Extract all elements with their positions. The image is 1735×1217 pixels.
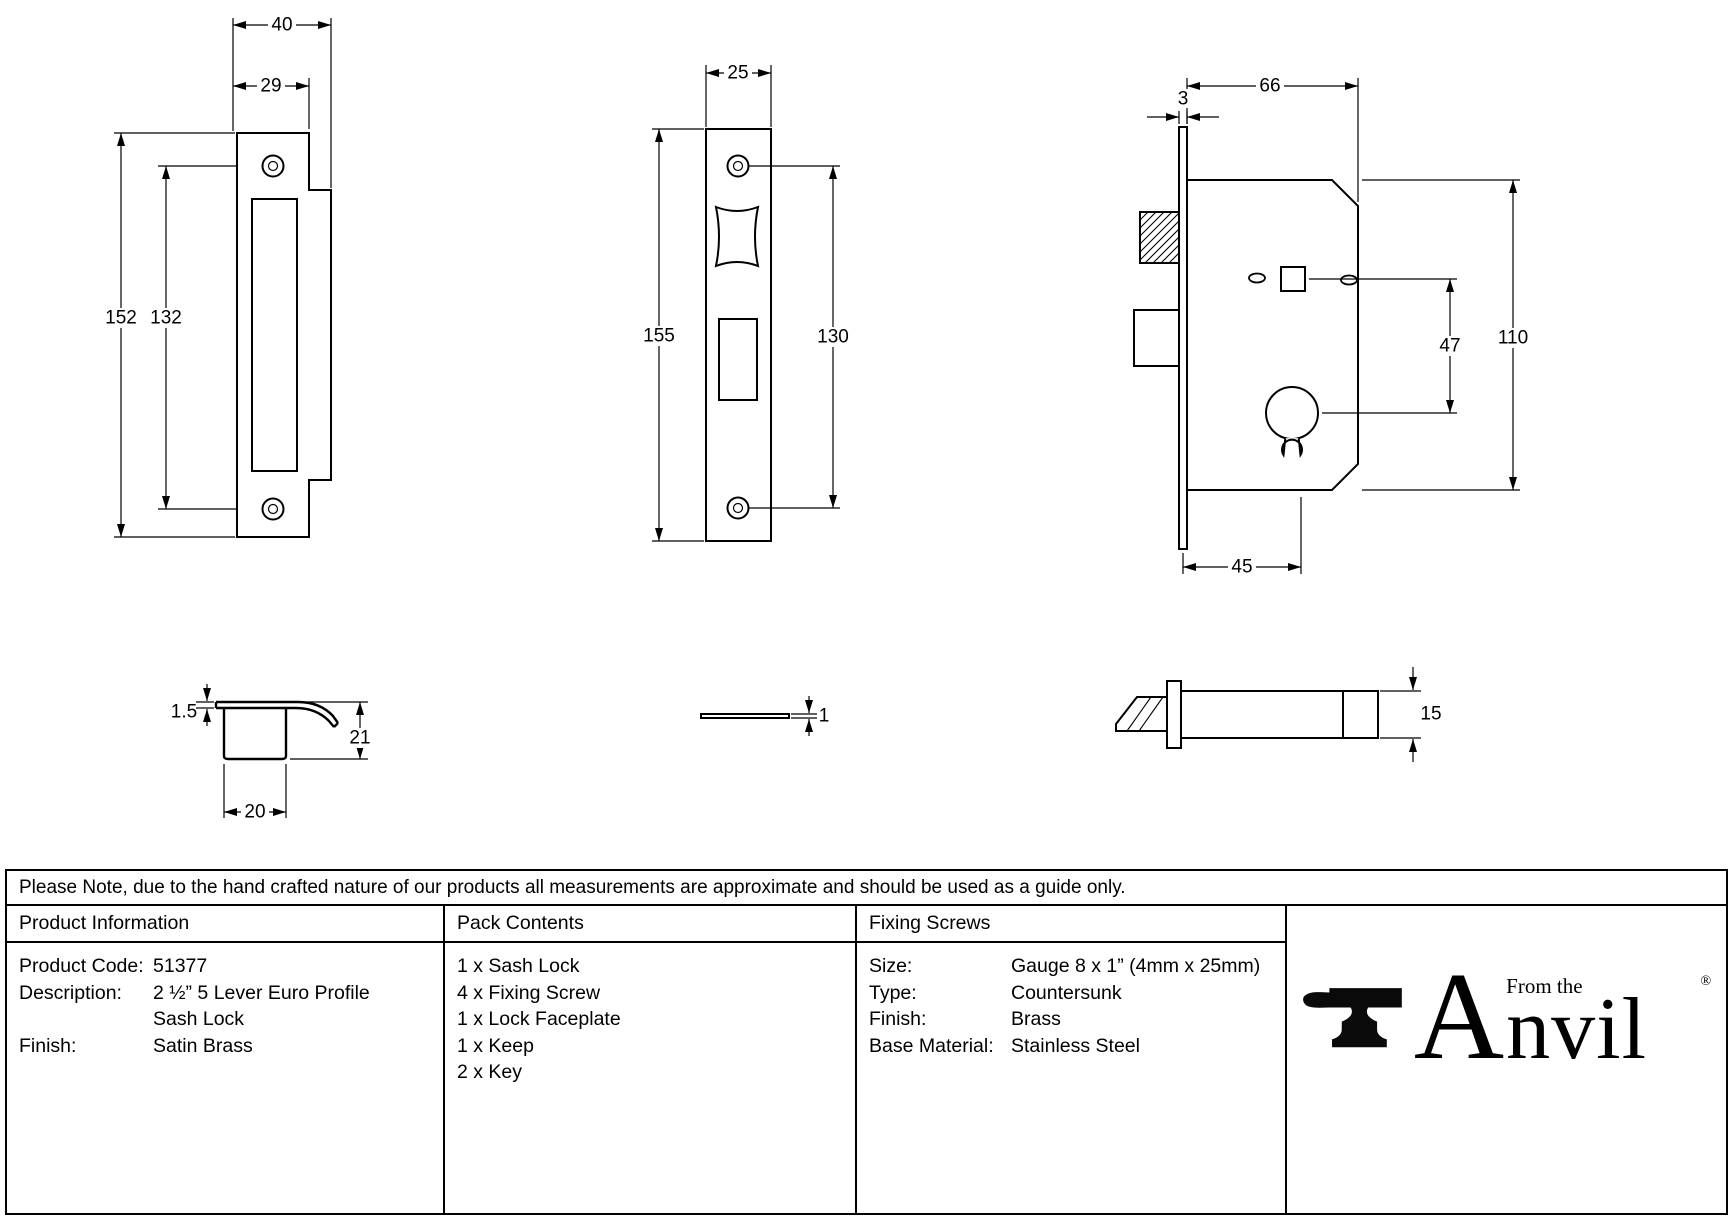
dim-faceplate-screw-spacing: 130 — [817, 327, 849, 348]
lock-body-side-view: 66 3 110 47 45 — [1133, 76, 1533, 578]
faceplate-front-view: 25 155 130 — [641, 63, 852, 542]
fixing-screws-body: Size: Gauge 8 x 1” (4mm x 25mm) Type: Co… — [857, 943, 1285, 1059]
fixing-screws-column: Fixing Screws Size: Gauge 8 x 1” (4mm x … — [855, 906, 1285, 1213]
registered-trademark-symbol: ® — [1700, 974, 1712, 989]
table-row: Base Material: Stainless Steel — [869, 1033, 1273, 1060]
pack-contents-column: Pack Contents 1 x Sash Lock 4 x Fixing S… — [443, 906, 855, 1213]
screw-size-value: Gauge 8 x 1” (4mm x 25mm) — [1011, 955, 1261, 977]
dim-keep-plate-height: 152 — [105, 308, 137, 329]
anvil-icon — [1302, 984, 1408, 1059]
dim-lock-faceplate-thickness: 3 — [1178, 89, 1189, 110]
dim-spindle-to-cylinder: 47 — [1439, 336, 1460, 357]
dim-keep-pocket-width: 20 — [244, 802, 265, 823]
dim-keep-plate-width: 29 — [260, 76, 281, 97]
keep-profile-view: 1.5 21 20 — [171, 684, 374, 823]
logo-wordmark: From the ® nvil — [1506, 974, 1712, 1078]
dim-lock-case-depth: 66 — [1259, 76, 1280, 97]
pack-item-key: 2 x Key — [457, 1061, 523, 1083]
screw-base-material-label: Base Material: — [869, 1034, 994, 1057]
finish-label: Finish: — [19, 1034, 77, 1057]
product-information-header: Product Information — [7, 906, 443, 943]
finish-value: Satin Brass — [153, 1034, 253, 1057]
pack-item-sash-lock: 1 x Sash Lock — [457, 955, 580, 977]
screw-size-label: Size: — [869, 955, 913, 977]
description-value-line1: 2 ½” 5 Lever Euro Profile — [153, 981, 370, 1004]
screw-type-value: Countersunk — [1011, 981, 1122, 1004]
screw-base-material-value: Stainless Steel — [1011, 1034, 1140, 1057]
screw-finish-label: Finish: — [869, 1008, 927, 1030]
technical-drawings: 40 29 152 132 — [103, 14, 1533, 823]
dim-lock-case-height: 110 — [1498, 328, 1528, 349]
fixing-screws-header: Fixing Screws — [857, 906, 1285, 943]
logo-letter-a: A — [1413, 948, 1504, 1086]
dim-keep-thickness: 1.5 — [171, 702, 197, 723]
dim-faceplate-thickness: 1 — [819, 706, 830, 727]
dim-faceplate-width: 25 — [727, 63, 748, 84]
description-label-blank — [19, 1006, 153, 1033]
pack-item-fixing-screw: 4 x Fixing Screw — [457, 981, 601, 1004]
table-row: Size: Gauge 8 x 1” (4mm x 25mm) — [869, 953, 1273, 980]
product-information-column: Product Information Product Code: 51377 … — [7, 906, 443, 1213]
keep-front-view: 40 29 152 132 — [103, 15, 332, 538]
measurement-note-text: Please Note, due to the hand crafted nat… — [19, 876, 1126, 898]
dim-keep-overall-width: 40 — [271, 15, 292, 36]
logo-from-the-text: From the — [1506, 974, 1583, 998]
table-row: Product Code: 51377 — [19, 953, 431, 980]
pack-contents-header: Pack Contents — [445, 906, 855, 943]
table-row: Finish: Brass — [869, 1006, 1273, 1033]
table-row: Description: 2 ½” 5 Lever Euro Profile — [19, 980, 431, 1007]
product-code-value: 51377 — [153, 955, 208, 977]
measurement-note: Please Note, due to the hand crafted nat… — [7, 871, 1726, 906]
brand-logo-cell: A From the ® nvil — [1285, 906, 1726, 1213]
latch-hatching — [1139, 211, 1180, 264]
info-panel: Please Note, due to the hand crafted nat… — [5, 869, 1728, 1215]
dim-lock-case-width: 15 — [1420, 704, 1441, 725]
pack-contents-body: 1 x Sash Lock 4 x Fixing Screw 1 x Lock … — [445, 943, 855, 1086]
dim-keep-depth: 21 — [349, 728, 370, 749]
pack-item-keep: 1 x Keep — [457, 1034, 534, 1057]
table-row: Finish: Satin Brass — [19, 1033, 431, 1060]
logo-nvil-text: nvil — [1506, 981, 1648, 1078]
pack-item-lock-faceplate: 1 x Lock Faceplate — [457, 1008, 621, 1030]
faceplate-edge-view: 1 — [700, 696, 830, 736]
screw-finish-value: Brass — [1011, 1008, 1061, 1030]
lock-body-edge-view: 15 — [1115, 667, 1442, 762]
description-value-line2: Sash Lock — [153, 1008, 245, 1030]
product-code-label: Product Code: — [19, 955, 144, 977]
dim-backset: 45 — [1231, 557, 1252, 578]
from-the-anvil-logo: A From the ® nvil — [1302, 948, 1712, 1086]
info-table: Product Information Product Code: 51377 … — [7, 906, 1726, 1213]
dim-faceplate-height: 155 — [643, 326, 675, 347]
description-label: Description: — [19, 981, 122, 1004]
screw-type-label: Type: — [869, 981, 917, 1004]
product-information-body: Product Code: 51377 Description: 2 ½” 5 … — [7, 943, 443, 1059]
table-row: Type: Countersunk — [869, 980, 1273, 1007]
table-row: Sash Lock — [19, 1006, 431, 1033]
dim-keep-screw-spacing: 132 — [150, 308, 182, 329]
